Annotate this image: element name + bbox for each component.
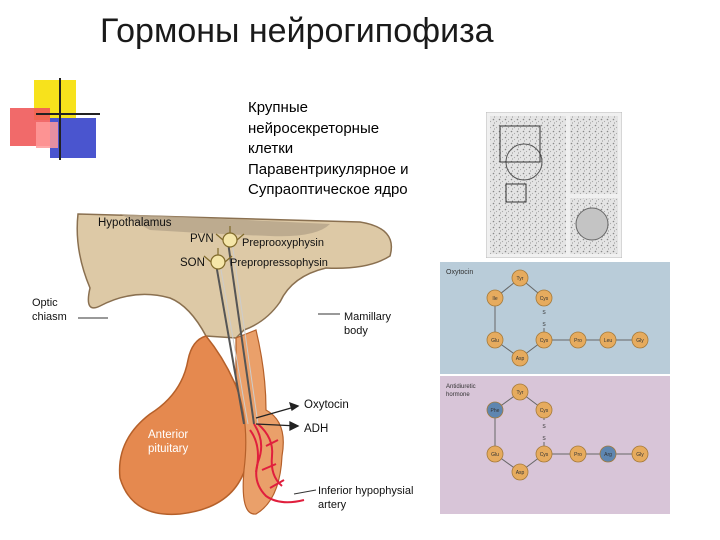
svg-text:Arg: Arg — [604, 452, 612, 458]
svg-text:Tyr: Tyr — [517, 276, 524, 282]
svg-text:Phe: Phe — [491, 408, 500, 414]
svg-text:Glu: Glu — [491, 452, 499, 458]
son-neuron-icon — [203, 248, 233, 270]
anterior-pituitary — [118, 335, 248, 516]
svg-text:S: S — [542, 310, 546, 316]
capillary-plexus — [249, 423, 305, 504]
svg-text:Asp: Asp — [516, 470, 525, 476]
text-block: Крупные нейросекреторные клетки Паравент… — [248, 98, 408, 201]
svg-text:S: S — [542, 436, 546, 442]
label-pituitary: pituitary — [148, 443, 189, 455]
text-line: нейросекреторные — [248, 119, 380, 137]
hypophysis-diagram: Hypothalamus PVN SON Preprooxyphysin Pre… — [32, 213, 413, 516]
svg-text:Tyr: Tyr — [517, 390, 524, 396]
label-inferior-hypophysial: Inferior hypophysial — [318, 485, 413, 497]
label-oxytocin: Oxytocin — [304, 399, 349, 411]
label-preprooxyphysin: Preprooxyphysin — [242, 237, 324, 249]
label-pvn: PVN — [190, 233, 214, 245]
svg-text:S: S — [542, 322, 546, 328]
adh-panel-subtitle: hormone — [446, 392, 470, 398]
text-line: Паравентрикулярное и — [248, 160, 409, 178]
svg-text:Pro: Pro — [574, 338, 582, 344]
label-chiasm: chiasm — [32, 311, 67, 323]
label-prepropressophysin: Prepropressophysin — [230, 257, 328, 269]
svg-text:Gly: Gly — [636, 452, 644, 458]
text-line: Крупные — [248, 99, 308, 116]
label-artery: artery — [318, 499, 347, 511]
label-optic: Optic — [32, 297, 58, 309]
label-hypothalamus: Hypothalamus — [98, 217, 172, 229]
svg-text:Leu: Leu — [604, 338, 613, 344]
label-anterior: Anterior — [148, 429, 188, 441]
adh-panel-title: Antidiuretic — [446, 384, 476, 390]
label-mamillary: Mamillary — [344, 311, 392, 323]
svg-text:Ile: Ile — [492, 296, 498, 302]
svg-text:Cys: Cys — [540, 408, 549, 414]
hormone-structure-panels: Oxytocin Tyr Ile Cys Glu Cys Pro Leu Gly… — [440, 262, 670, 514]
decorative-squares-logo — [10, 78, 100, 160]
svg-text:Cys: Cys — [540, 338, 549, 344]
oxytocin-panel: Oxytocin Tyr Ile Cys Glu Cys Pro Leu Gly… — [440, 262, 670, 374]
svg-text:Cys: Cys — [540, 296, 549, 302]
text-line: клетки — [248, 140, 294, 157]
svg-text:S: S — [542, 424, 546, 430]
label-adh: ADH — [304, 423, 328, 435]
label-son: SON — [180, 257, 205, 269]
micrograph-image — [486, 112, 622, 258]
oxytocin-panel-title: Oxytocin — [446, 269, 473, 276]
adh-panel: Antidiuretic hormone Tyr Phe Cys Glu Cys… — [440, 376, 670, 514]
svg-text:Gly: Gly — [636, 338, 644, 344]
svg-text:Cys: Cys — [540, 452, 549, 458]
pvn-neuron-icon — [215, 226, 245, 248]
text-line: Супраоптическое ядро — [248, 181, 408, 198]
label-body: body — [344, 325, 368, 337]
slide-title: Гормоны нейрогипофиза — [100, 12, 494, 50]
svg-text:Glu: Glu — [491, 338, 499, 344]
svg-text:Pro: Pro — [574, 452, 582, 458]
svg-text:Asp: Asp — [516, 356, 525, 362]
